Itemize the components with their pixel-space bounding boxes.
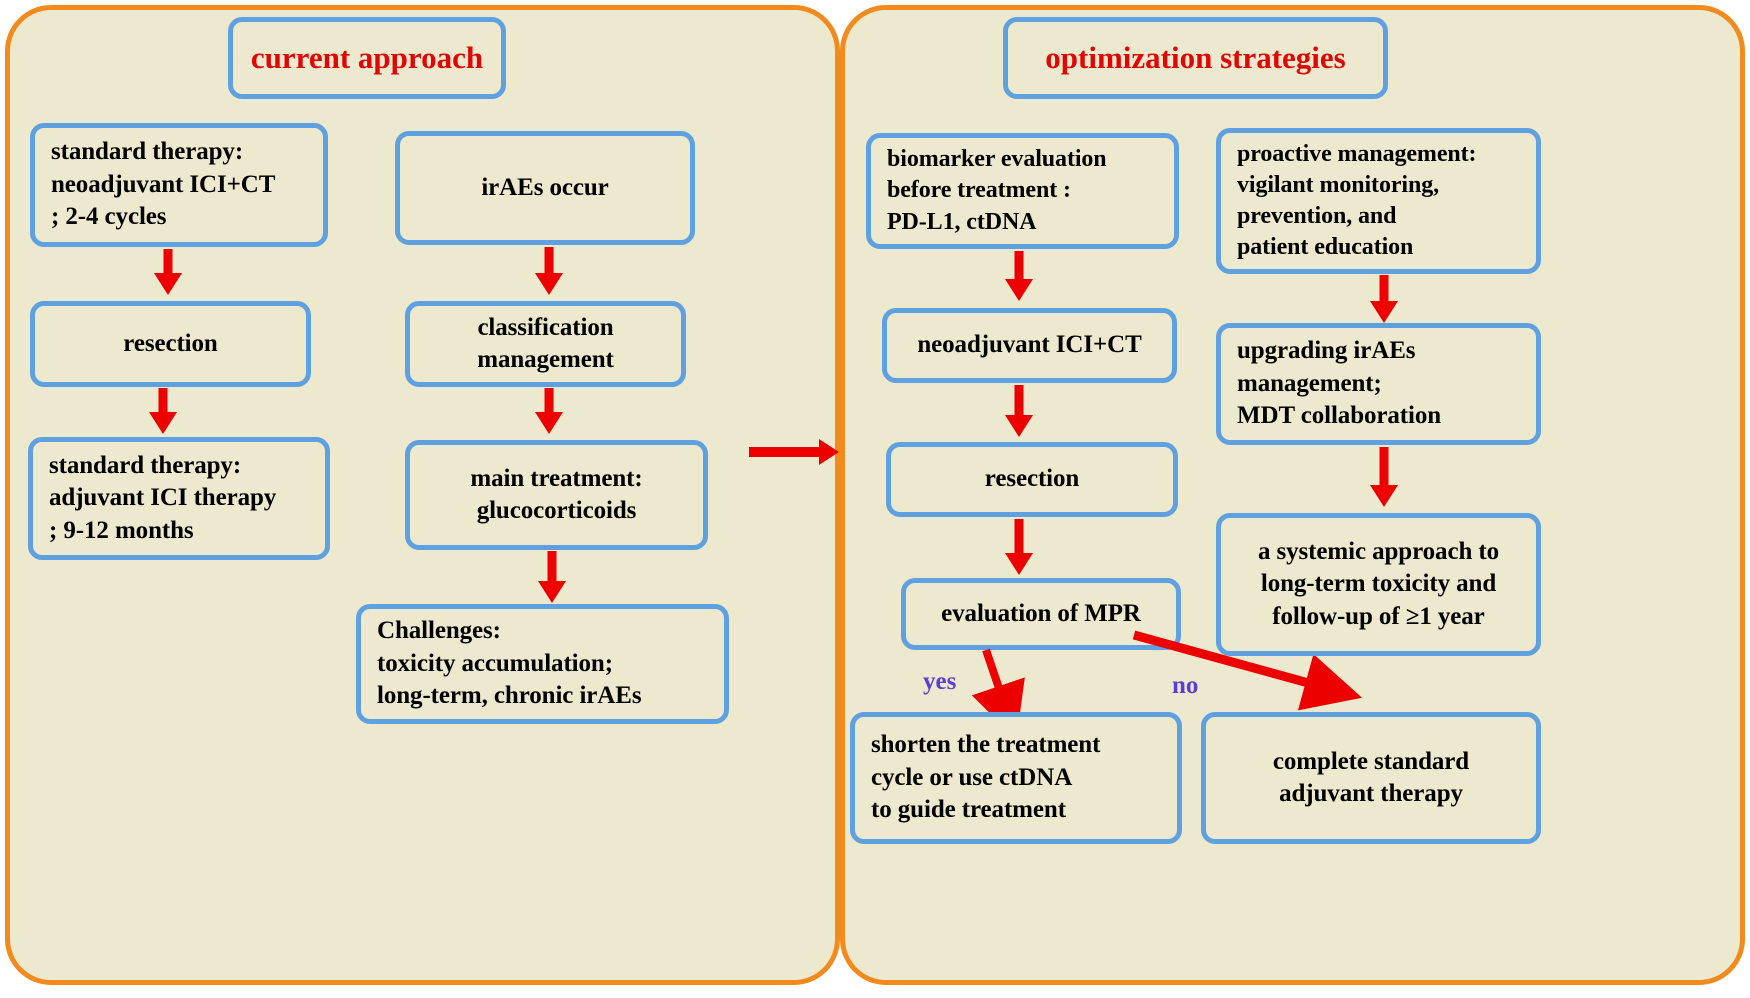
arrow-branch-no: [1132, 630, 1363, 711]
node-right-a-0: biomarker evaluation before treatment : …: [866, 133, 1179, 249]
node-left-b-0: irAEs occur: [395, 131, 695, 245]
branch-label-yes: yes: [923, 668, 957, 695]
node-right-a-1: neoadjuvant ICI+CT: [882, 308, 1177, 383]
right-panel-title: optimization strategies: [1003, 17, 1388, 99]
node-right-b-1: upgrading irAEs management; MDT collabor…: [1216, 323, 1541, 445]
node-left-a-2: standard therapy: adjuvant ICI therapy ;…: [28, 437, 330, 560]
node-left-b-2: main treatment: glucocorticoids: [405, 440, 708, 550]
arrow-branch-yes: [971, 648, 1025, 740]
node-right-b-3: complete standard adjuvant therapy: [1201, 712, 1541, 844]
node-right-b-2: a systemic approach to long-term toxicit…: [1216, 513, 1541, 656]
node-left-a-1: resection: [30, 301, 311, 387]
branch-label-no: no: [1172, 672, 1199, 699]
node-left-b-1: classification management: [405, 301, 686, 387]
node-left-b-3: Challenges: toxicity accumulation; long-…: [356, 604, 729, 724]
node-right-a-4: shorten the treatment cycle or use ctDNA…: [850, 712, 1182, 844]
left-panel-title: current approach: [228, 17, 506, 99]
left-panel-title-text: current approach: [250, 40, 484, 75]
node-right-a-2: resection: [886, 442, 1178, 517]
right-panel-title-text: optimization strategies: [1045, 40, 1346, 75]
node-right-b-0: proactive management: vigilant monitorin…: [1216, 128, 1541, 274]
node-left-a-0: standard therapy: neoadjuvant ICI+CT ; 2…: [30, 123, 328, 247]
